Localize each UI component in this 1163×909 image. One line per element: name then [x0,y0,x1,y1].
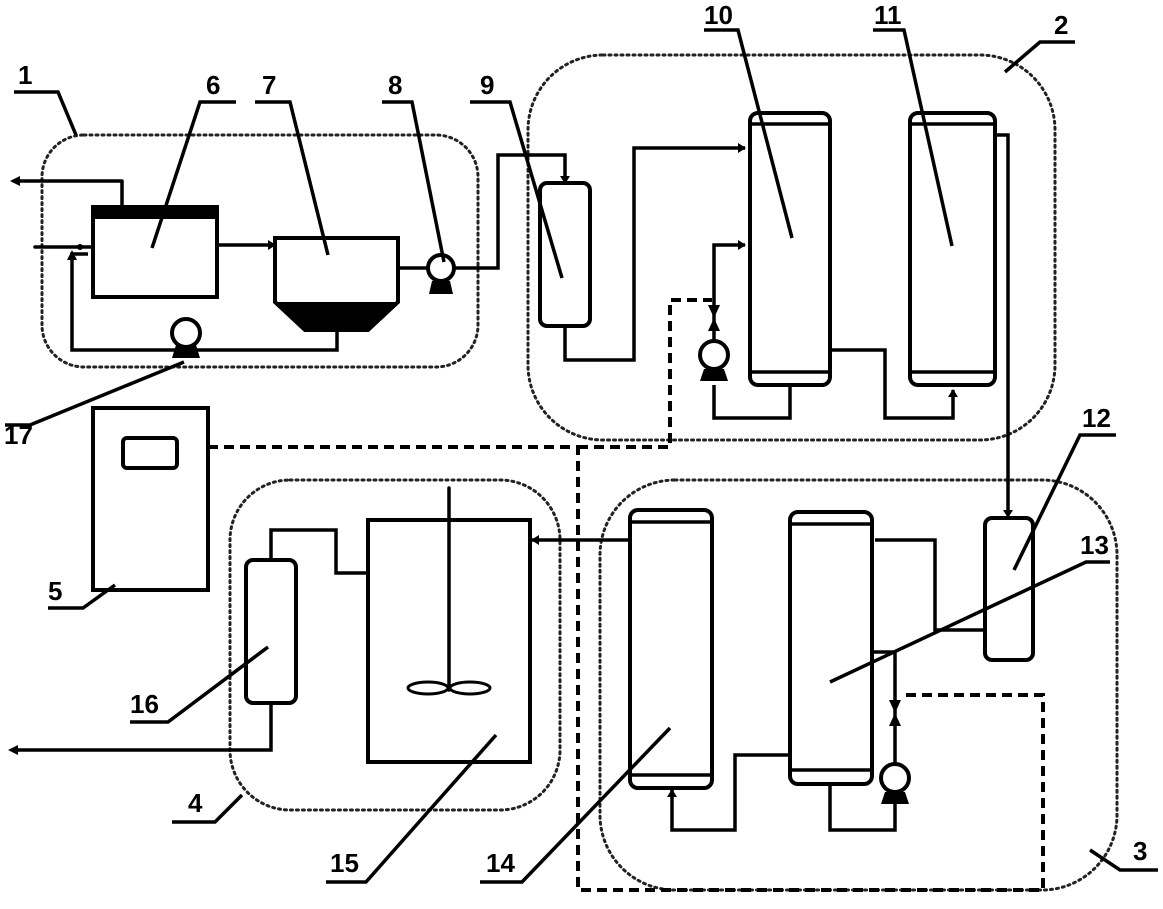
recirculation-line-13 [828,650,897,832]
flow-arrow-icon [560,176,570,184]
pipe-10-11 [830,348,955,420]
settler-7-sludge [275,302,398,330]
flow-arrow-icon [738,143,746,153]
leader-9 [470,100,564,279]
leader-5 [48,583,117,610]
pump-17 [170,317,202,358]
flow-arrow-icon [531,535,539,545]
pipe-11-12 [995,133,1010,515]
label-4: 4 [188,788,203,818]
leader-3 [1089,848,1158,872]
system-boundary-4 [228,478,562,812]
column-14 [628,508,714,790]
recirculation-pump-10 [698,339,730,381]
flow-arrow-icon [1003,510,1013,518]
flow-arrow-icon [948,389,958,397]
vent-line [12,179,124,209]
leader-1 [14,90,78,136]
leader-11 [873,28,954,247]
label-6: 6 [206,70,220,100]
tank-6-top-layer [93,205,217,219]
pipe-8-9 [454,153,567,270]
label-13: 13 [1080,530,1109,560]
system-boundary-2 [526,53,1057,442]
label-10: 10 [704,0,733,30]
control-cabinet-5 [91,406,210,592]
stirrer-blade-left [406,680,450,696]
signal-line-main [208,445,1045,892]
flow-arrow-icon [667,789,677,797]
label-3: 3 [1133,836,1147,866]
label-15: 15 [330,848,359,878]
pipe-15-16 [269,528,368,575]
recirculation-line-10 [712,385,792,420]
pipe-12-13 [875,538,985,632]
label-7: 7 [262,70,276,100]
column-13 [788,510,874,786]
label-14: 14 [486,848,515,878]
leader-6 [150,100,236,249]
label-16: 16 [130,689,159,719]
label-17: 17 [4,420,33,450]
leader-16 [130,645,270,724]
return-arrow-icon [67,250,77,260]
label-12: 12 [1082,403,1111,433]
column-10 [748,111,832,387]
leader-10 [704,28,794,239]
stirrer-blade-right [448,680,492,696]
sludge-return-line [70,252,339,352]
leader-8 [382,100,446,263]
valve-icon [889,700,901,726]
flow-arrow-icon [268,240,276,250]
leader-17 [5,360,185,427]
outlet-arrow-icon [8,745,18,755]
leader-14 [480,726,672,884]
filter-9 [538,181,592,328]
valve-icon [708,305,720,331]
pipe-13-14 [670,753,790,832]
leader-12 [1012,433,1116,571]
vent-arrow-icon [10,176,20,186]
column-11 [908,111,997,387]
label-8: 8 [388,70,402,100]
label-9: 9 [480,70,494,100]
junction-dot [77,244,83,250]
leader-4 [172,793,244,824]
leader-15 [326,733,498,884]
label-11: 11 [874,0,902,30]
cabinet-display [121,436,179,470]
pump-8 [426,253,456,294]
tank-6 [91,205,219,299]
leader-7 [255,100,330,256]
outlet-line [14,703,273,752]
pipe-9-10 [563,146,745,362]
recirculation-pump-13 [879,762,911,804]
system-boundary-1 [40,133,480,369]
leader-13 [829,560,1110,684]
signal-line-unit2 [578,298,712,449]
label-2: 2 [1054,10,1068,40]
leader-2 [1003,40,1075,74]
label-5: 5 [48,576,62,606]
flow-arrow-icon [738,240,746,250]
recirculation-riser-10 [712,243,745,341]
filter-16 [244,558,298,705]
label-1: 1 [18,60,32,90]
